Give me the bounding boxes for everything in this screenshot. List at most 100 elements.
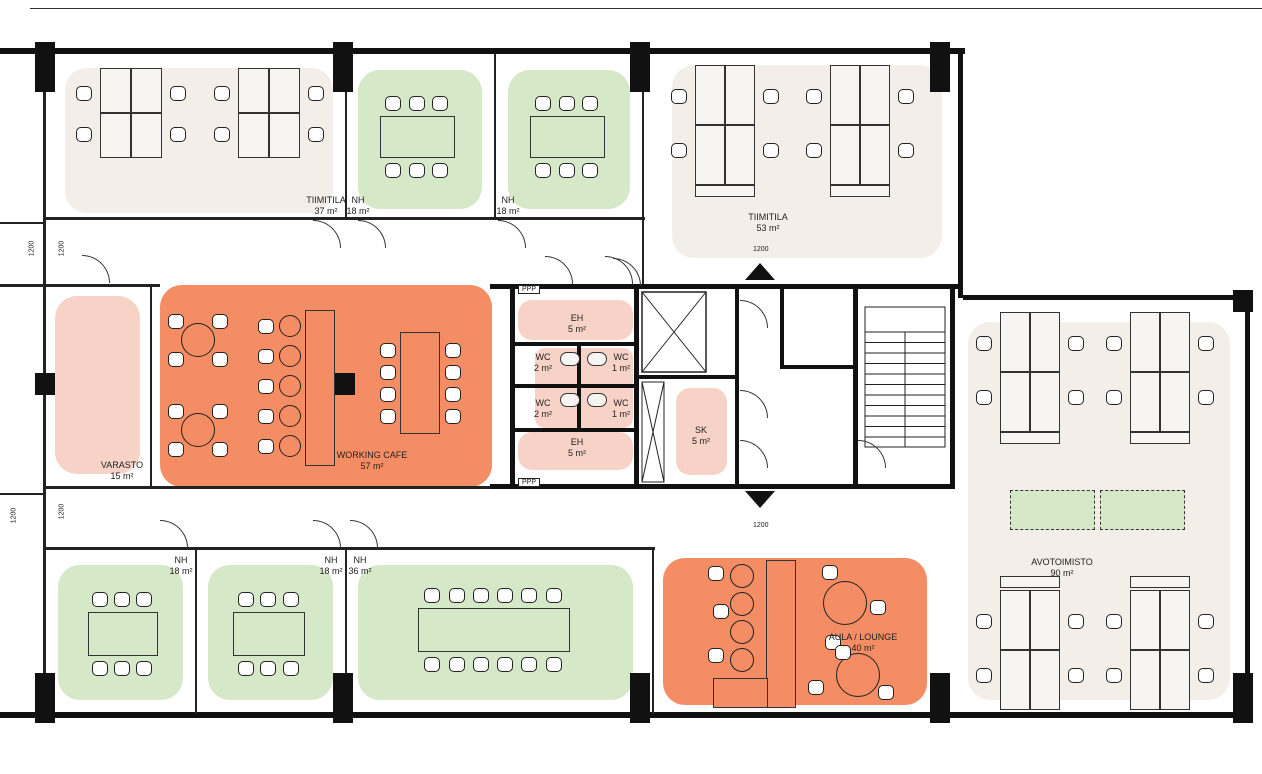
wall (515, 428, 635, 432)
chair (380, 387, 396, 402)
room-name: SK (694, 425, 707, 435)
chair (258, 349, 274, 364)
door-swing (545, 256, 573, 284)
chair (170, 86, 186, 101)
chair (1198, 614, 1214, 629)
desk (830, 125, 860, 185)
ppp-tag: PPP (518, 285, 541, 294)
toilet (587, 393, 607, 407)
desk (1160, 312, 1190, 372)
desk (238, 68, 269, 113)
stairs[interactable] (860, 292, 950, 482)
dimension-label: 1200 (10, 507, 18, 524)
chair (260, 661, 276, 676)
zone-eh-bottom[interactable] (518, 432, 633, 470)
chair (212, 314, 228, 329)
wall (494, 54, 496, 219)
zone-wc[interactable] (535, 348, 633, 428)
table (1100, 490, 1185, 530)
desk (1000, 576, 1060, 588)
room-area: 57 m² (360, 461, 384, 471)
stool (279, 315, 301, 337)
chair (763, 143, 779, 158)
room-name: WC (535, 352, 551, 362)
chair (558, 96, 575, 111)
chair (92, 661, 108, 676)
chair (581, 163, 598, 178)
chair (448, 588, 465, 603)
chair (1068, 390, 1084, 405)
room-area: 5 m² (568, 448, 586, 458)
room-area: 1 m² (612, 363, 630, 373)
bench (305, 310, 335, 466)
room-name: WC (535, 398, 551, 408)
room-area: 1 m² (612, 409, 630, 419)
chair (212, 352, 228, 367)
room-area: 40 m² (851, 643, 875, 653)
room-area: 18 m² (346, 206, 370, 216)
door-swing (740, 440, 768, 468)
wall (515, 384, 635, 388)
chair (1068, 614, 1084, 629)
room-name: WC (613, 352, 629, 362)
chair (445, 387, 461, 402)
door-swing (160, 520, 188, 548)
desk (1030, 312, 1060, 372)
chair (385, 163, 402, 178)
door-swing (740, 390, 768, 418)
dimension-label: 1200 (58, 240, 66, 257)
chair (431, 96, 448, 111)
wall (0, 48, 965, 54)
chair (380, 365, 396, 380)
sofa (713, 678, 768, 708)
desk (1130, 650, 1160, 710)
chair (497, 588, 514, 603)
chair (708, 648, 724, 663)
chair (497, 657, 514, 672)
round-table (181, 413, 215, 447)
chair (76, 126, 92, 142)
desk (1130, 312, 1160, 372)
room-name: WC (613, 398, 629, 408)
chair (282, 592, 299, 607)
chair (385, 96, 402, 111)
wall (195, 548, 197, 714)
dimension-label: 1200 (753, 246, 769, 253)
chair (521, 657, 538, 672)
zone-eh-top[interactable] (518, 300, 633, 340)
room-area: 37 m² (314, 206, 338, 216)
chair (1198, 668, 1214, 683)
zone-sk[interactable] (676, 388, 727, 475)
room-name: NH (351, 195, 365, 205)
wall (1245, 295, 1250, 718)
wall (150, 287, 152, 487)
room-name: NH (324, 555, 338, 565)
stool (279, 345, 301, 367)
chair (136, 661, 152, 676)
room-area: 18 m² (319, 566, 343, 576)
room-name: NH (174, 555, 188, 565)
round-table (836, 653, 880, 697)
door-swing (613, 258, 641, 286)
door-swing (313, 520, 341, 548)
table (1010, 490, 1095, 530)
desk (860, 65, 890, 125)
chair (76, 86, 92, 101)
desk (1030, 372, 1060, 432)
column (35, 42, 55, 92)
toilet (587, 352, 607, 366)
wall (958, 48, 963, 298)
chair (380, 343, 396, 358)
zone-varasto[interactable] (55, 296, 140, 474)
chair (898, 143, 914, 158)
toilet (560, 393, 580, 407)
desk (725, 65, 755, 125)
wall (950, 287, 955, 487)
desk (830, 65, 860, 125)
chair (168, 442, 184, 457)
